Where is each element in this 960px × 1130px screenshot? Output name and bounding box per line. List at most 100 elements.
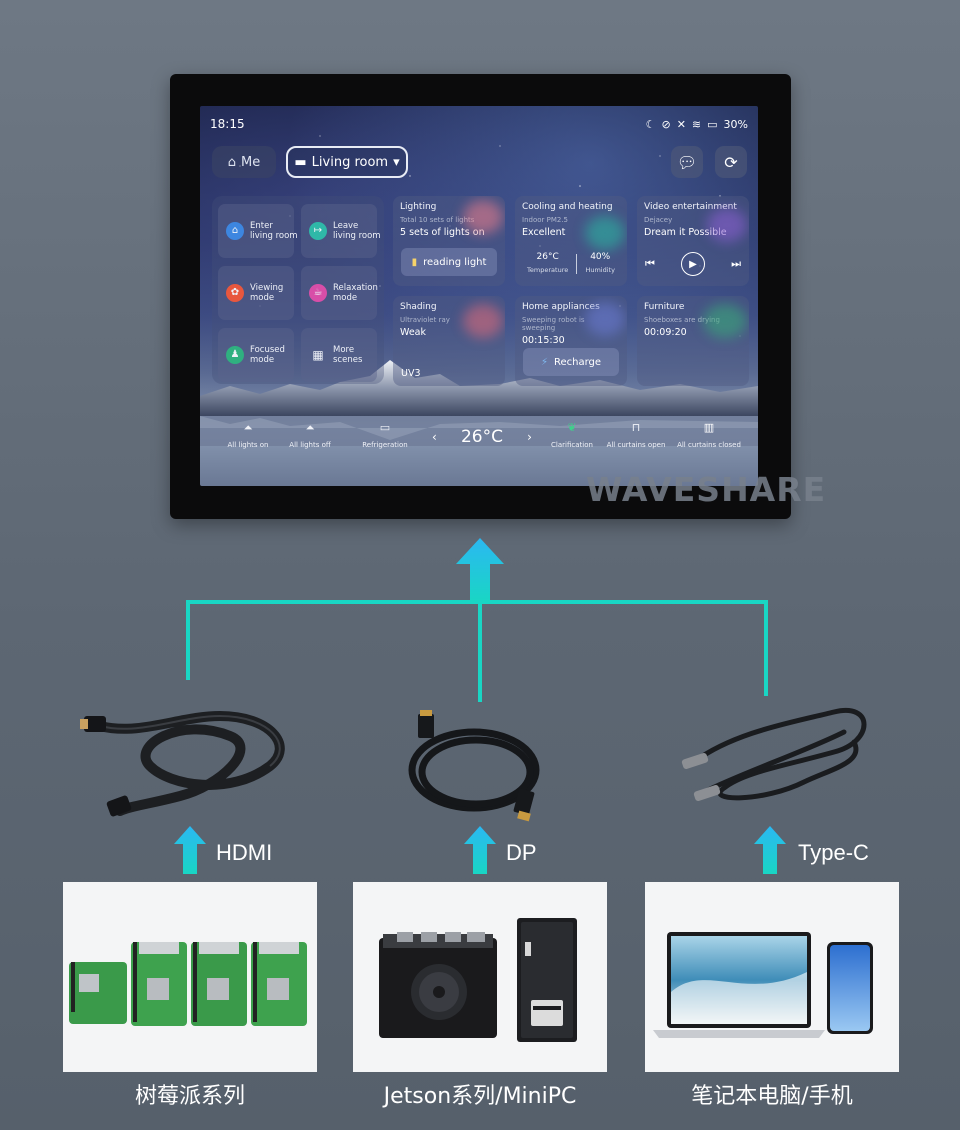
play-icon[interactable]: ▶ [681,252,705,276]
hdmi-label: HDMI [216,840,273,865]
film-icon: ✿ [226,284,244,302]
scene-viewing-mode[interactable]: ✿ Viewing mode [218,266,294,320]
scene-more-scenes[interactable]: ▦ More scenes [301,328,377,382]
dp-cable [408,710,540,822]
laptop-phone-caption: 笔记本电脑/手机 [691,1084,853,1109]
scene-relaxation-mode[interactable]: ☕︎ Relaxation mode [301,266,378,320]
all-lights-off-button[interactable]: ⏶ All lights off [288,421,332,449]
curtain-open-icon: ⊓ [631,421,641,434]
top-navigation: ⌂ Me ▬ Living room ▾ 💬︎ ⟳ [212,146,748,180]
card-title: Cooling and heating [522,202,613,212]
status-time: 18:15 [210,117,245,131]
card-subtitle: Sweeping robot is sweeping [522,316,585,332]
raspberry-pi-caption: 树莓派系列 [134,1084,245,1109]
message-button[interactable]: 💬︎ [671,146,703,178]
humidity-label: Humidity [585,266,615,274]
card-subtitle: Shoeboxes are drying [644,316,720,324]
control-label: All curtains closed [677,441,741,449]
card-title: Shading [400,302,437,312]
chat-icon: 💬︎ [676,152,698,172]
home-icon: ⌂ [226,222,244,240]
room-label: Living room [311,154,389,170]
card-value: 00:15:30 [522,335,565,346]
scene-label: More scenes [333,345,363,365]
card-value: 00:09:20 [644,327,687,338]
control-label: Clarification [551,441,593,449]
temperature-label: Temperature [527,266,569,274]
quick-control-bar: ⏶ All lights on ⏶ All lights off ▭ Refri… [200,421,758,481]
temperature-setting: 26°C [460,427,503,447]
chevron-left-icon[interactable]: ‹ [432,430,437,444]
display-monitor: 18:15 ☾ ⊘ ✕ ≋ ▭ 30% ⌂ Me ▬ Living room ▾… [170,74,791,519]
battery-icon: ▭ [707,117,718,131]
ceiling-lamp-icon: ⏶ [243,421,253,434]
leaf-icon: ❦ [567,421,577,434]
recharge-button[interactable]: ⚡︎ Recharge [523,348,619,376]
room-selector[interactable]: ▬ Living room ▾ [286,146,408,178]
scene-label: Focused mode [250,345,285,365]
raspberry-pi-image [63,882,317,1072]
status-bar: 18:15 ☾ ⊘ ✕ ≋ ▭ 30% [210,116,748,132]
temperature-value: 26°C [536,252,559,262]
card-title: Lighting [400,202,437,212]
card-subtitle: Total 10 sets of lights [400,216,475,224]
plug-icon: ⚡︎ [540,356,548,368]
card-title: Video entertainment [644,202,737,212]
furniture-card[interactable]: Furniture Shoeboxes are drying 00:09:20 [637,296,749,386]
exit-icon: ↦ [309,222,327,240]
caret-down-icon: ▾ [393,154,400,170]
air-conditioner-icon: ▭ [379,421,391,434]
uv-index: UV3 [401,368,421,379]
hdmi-cable [80,710,285,817]
sofa-icon: ▬ [294,154,307,170]
scenes-panel: ⌂ Enter living room ↦ Leave living room … [212,196,384,384]
arrow-up-icon [174,826,206,874]
card-value: 5 sets of lights on [400,227,485,238]
refresh-button[interactable]: ⟳ [715,146,747,178]
connector-bus-line [186,600,768,604]
control-label: All curtains open [606,441,666,449]
camera-off-icon: ⊘ [661,117,671,131]
video-card[interactable]: Video entertainment Dejacey Dream it Pos… [637,196,749,286]
card-subtitle: Indoor PM2.5 [522,216,569,224]
climate-card[interactable]: Cooling and heating Indoor PM2.5 Excelle… [515,196,627,286]
card-value: Dream it Possible [644,227,727,238]
me-label: Me [241,154,261,170]
arrow-up-icon [456,538,504,602]
reading-light-button[interactable]: ▮ reading light [401,248,497,276]
button-label: reading light [423,256,487,268]
appliances-card[interactable]: Home appliances Sweeping robot is sweepi… [515,296,627,386]
scene-enter-living-room[interactable]: ⌂ Enter living room [218,204,298,258]
next-track-icon[interactable]: ⏭︎ [731,257,741,270]
dp-label: DP [506,840,537,865]
all-lights-on-button[interactable]: ⏶ All lights on [226,421,270,449]
me-button[interactable]: ⌂ Me [212,146,276,178]
card-title: Furniture [644,302,685,312]
previous-track-icon[interactable]: ⏮︎ [645,257,655,270]
lighting-card[interactable]: Lighting Total 10 sets of lights 5 sets … [393,196,505,286]
arrow-up-icon [464,826,496,874]
battery-level: 30% [723,117,748,131]
card-value: Excellent [522,227,566,238]
refrigeration-button[interactable]: ▭ Refrigeration [360,421,410,449]
connector-dp-line [478,600,482,702]
all-curtains-open-button[interactable]: ⊓ All curtains open [606,421,666,449]
temperature-control: ‹ 26°C › [432,427,532,447]
lamp-icon: ▮ [411,256,418,268]
typec-cable [681,707,867,801]
mountain-landscape [200,360,758,446]
scene-focused-mode[interactable]: ♟ Focused mode [218,328,294,382]
grid-icon: ▦ [312,348,324,362]
clarification-button[interactable]: ❦ Clarification [550,421,594,449]
arrow-up-icon [754,826,786,874]
starry-sky [239,135,741,337]
scene-leave-living-room[interactable]: ↦ Leave living room [301,204,381,258]
shading-card[interactable]: Shading Ultraviolet ray Weak UV3 [393,296,505,386]
all-curtains-closed-button[interactable]: ▥ All curtains closed [676,421,742,449]
scene-label: Leave living room [333,221,381,241]
brand-watermark: WAVESHARE [586,470,827,509]
scene-label: Viewing mode [250,283,284,303]
laptop-phone-image [645,882,899,1072]
chevron-right-icon[interactable]: › [527,430,532,444]
control-label: All lights on [227,441,269,449]
